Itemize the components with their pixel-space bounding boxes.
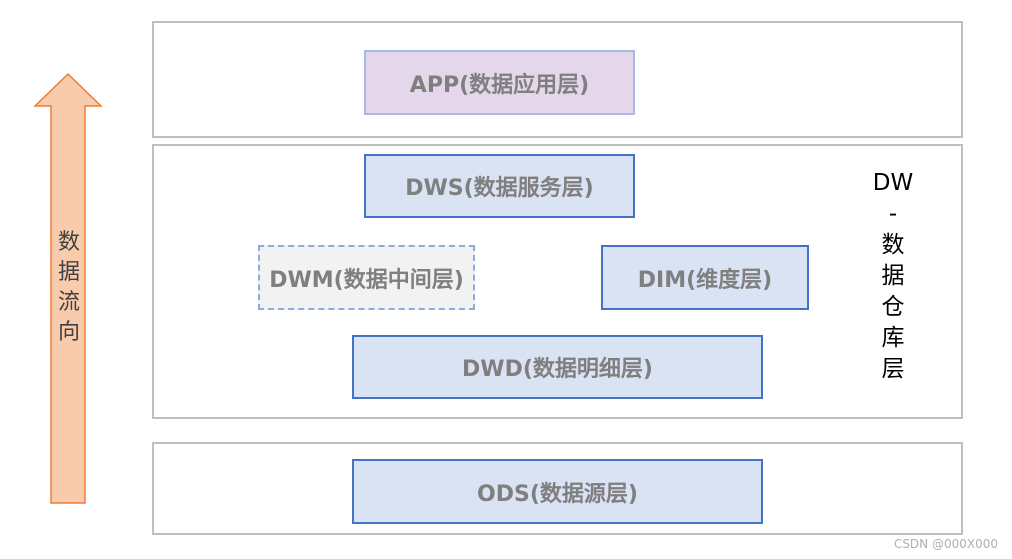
dw-char: 层 <box>881 356 905 382</box>
dw-char: 仓 <box>881 294 905 320</box>
dw-char: 库 <box>881 325 905 351</box>
watermark: CSDN @000X000 <box>893 537 998 551</box>
dw-dash: - <box>888 201 898 227</box>
dws-layer-box: DWS(数据服务层) <box>364 154 635 218</box>
dw-title: DW <box>872 170 914 196</box>
ods-layer-box: ODS(数据源层) <box>352 459 763 524</box>
dw-char: 据 <box>881 263 905 289</box>
data-flow-label: 数据流向 <box>57 230 80 345</box>
dw-group-label: DW - 数 据 仓 库 层 <box>867 168 919 385</box>
dw-char: 数 <box>881 232 905 258</box>
dwm-layer-box: DWM(数据中间层) <box>258 245 475 310</box>
app-layer-box: APP(数据应用层) <box>364 50 635 115</box>
data-flow-arrow <box>33 72 103 504</box>
dim-layer-box: DIM(维度层) <box>601 245 809 310</box>
dwd-layer-box: DWD(数据明细层) <box>352 335 763 399</box>
